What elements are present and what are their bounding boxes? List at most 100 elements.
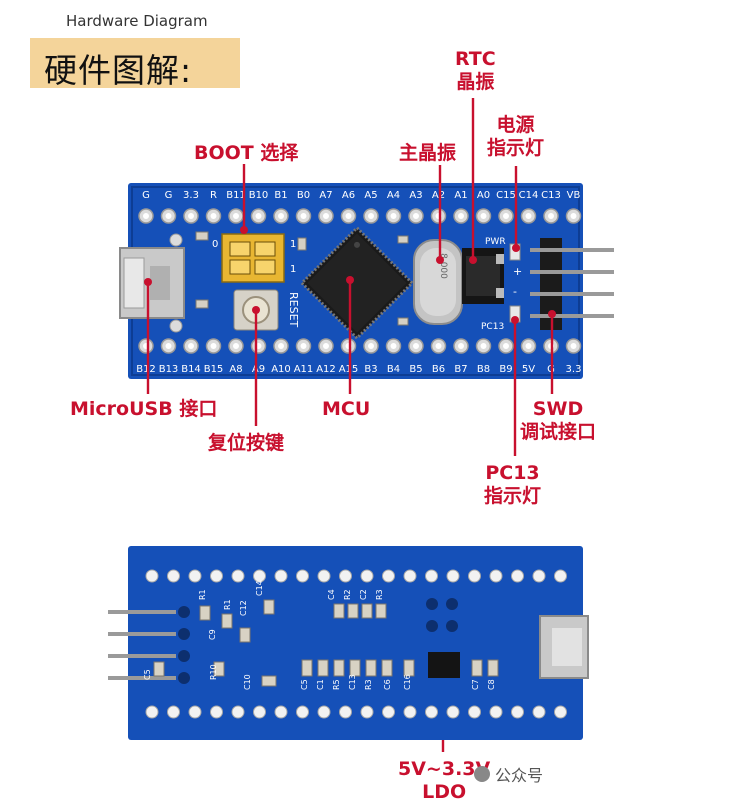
pin-label: A15 <box>339 364 359 375</box>
pin-label: B4 <box>387 364 400 375</box>
through-hole <box>554 569 567 583</box>
pin-label: B6 <box>432 364 445 375</box>
pin-label: B1 <box>274 190 287 201</box>
component-mark: C5 <box>143 669 152 680</box>
through-hole <box>339 705 352 719</box>
bottom-swd-pins <box>108 610 176 680</box>
bottom-microusb <box>539 615 589 679</box>
through-hole <box>403 705 417 719</box>
top-pin-hole <box>368 213 374 219</box>
label-mcu-line1: MCU <box>322 398 371 420</box>
label-swd: SWD 调试接口 <box>520 398 596 444</box>
through-hole <box>317 705 331 719</box>
watermark-text: 公众号 <box>495 766 544 785</box>
pin-label: A12 <box>316 364 336 375</box>
through-hole <box>231 705 245 719</box>
top-pin-hole <box>188 213 194 219</box>
through-hole <box>210 705 223 719</box>
smd-parts <box>195 231 409 326</box>
top-pin-hole <box>413 213 419 219</box>
bottom-pin-hole <box>188 343 194 349</box>
pin-label: A6 <box>342 190 355 201</box>
top-pin-hole <box>210 213 217 219</box>
top-pin-hole <box>165 213 172 219</box>
through-hole <box>425 705 438 719</box>
pin-label: G <box>142 190 150 201</box>
through-hole <box>360 569 374 583</box>
component-mark: C9 <box>208 629 217 640</box>
plus-silk: + <box>513 265 522 278</box>
ldo-regulator <box>428 652 460 678</box>
component-mark: C8 <box>487 679 496 690</box>
component-mark: C5 <box>300 679 309 690</box>
through-hole <box>188 705 202 719</box>
pin-label: B8 <box>477 364 490 375</box>
through-hole <box>145 705 159 719</box>
through-hole <box>167 569 180 583</box>
top-pin-hole <box>278 213 284 219</box>
label-ldo-line2: LDO <box>422 781 467 803</box>
bottom-pin-hole <box>435 343 442 349</box>
through-hole <box>296 705 309 719</box>
through-hole <box>317 569 331 583</box>
through-hole <box>382 569 395 583</box>
top-pin-hole <box>345 213 352 219</box>
pin-label: A8 <box>229 364 242 375</box>
reset-button: RESET <box>233 289 300 331</box>
label-main-crystal: 主晶振 <box>399 142 456 165</box>
through-hole <box>511 705 524 719</box>
through-hole <box>532 569 546 583</box>
top-pin-row <box>138 208 582 224</box>
top-pin-hole <box>548 213 554 219</box>
rtc-crystal <box>462 248 504 304</box>
pin-label: 5V <box>522 364 535 375</box>
boot-one-mark-a: 1 <box>290 239 296 250</box>
through-hole <box>489 569 503 583</box>
through-hole <box>296 569 309 583</box>
label-pc13-line1: PC13 <box>485 462 540 484</box>
pin-label: C15 <box>496 190 516 201</box>
pin-label: A11 <box>294 364 314 375</box>
component-mark: C2 <box>359 589 368 600</box>
label-main-crystal-line1: 主晶振 <box>399 142 457 164</box>
label-power-led-line1: 电源 <box>496 114 535 136</box>
label-mcu: MCU <box>322 398 370 421</box>
through-hole <box>210 569 223 583</box>
pin-label: 3.3 <box>566 364 582 375</box>
top-pin-hole <box>255 213 262 219</box>
top-pin-hole <box>323 213 329 219</box>
component-mark: R5 <box>332 679 341 690</box>
bottom-pin-hole <box>210 343 217 349</box>
label-ldo: 5V~3.3V LDO <box>398 758 490 804</box>
pin-label: A10 <box>271 364 291 375</box>
label-power-led: 电源 指示灯 <box>487 114 544 160</box>
component-mark: C4 <box>327 589 336 600</box>
pin-label: B7 <box>454 364 467 375</box>
boot-one-mark-b: 1 <box>290 264 296 275</box>
component-mark: R10 <box>209 664 218 680</box>
label-rtc-line2: 晶振 <box>456 71 495 93</box>
pin-label: A0 <box>477 190 490 201</box>
label-boot-line1: BOOT 选择 <box>194 142 299 164</box>
pin-label: B11 <box>226 190 246 201</box>
through-hole <box>554 705 567 719</box>
microusb-connector <box>119 233 185 333</box>
component-mark: R3 <box>364 679 373 690</box>
main-crystal: 8.000 <box>413 239 463 325</box>
label-pc13-line2: 指示灯 <box>484 485 542 507</box>
pin-label: B9 <box>499 364 512 375</box>
through-hole <box>339 569 352 583</box>
component-mark: C10 <box>243 674 252 690</box>
bottom-pin-hole <box>233 343 239 349</box>
pin-label: C13 <box>541 190 561 201</box>
through-hole <box>511 569 524 583</box>
pin-label: A2 <box>432 190 445 201</box>
through-hole <box>274 705 288 719</box>
minus-silk: - <box>513 285 517 298</box>
diagram-caption: Hardware Diagram <box>66 12 208 30</box>
through-hole <box>231 569 245 583</box>
pin-label: B13 <box>159 364 179 375</box>
